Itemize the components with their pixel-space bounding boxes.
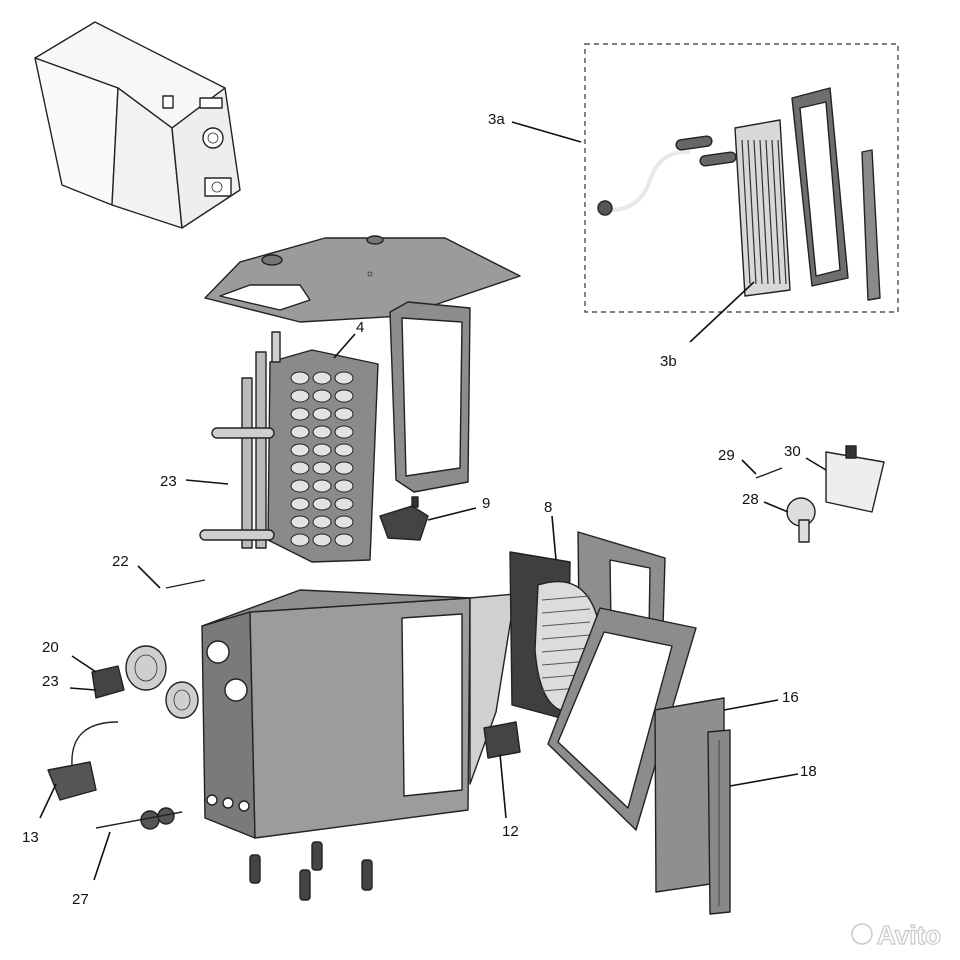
coil-loop	[334, 371, 354, 385]
coil-loop	[290, 497, 310, 511]
blower-vane	[541, 608, 591, 614]
coil-loop	[290, 443, 310, 457]
coil-loop	[290, 479, 310, 493]
radiator-kit-enclosure	[584, 43, 899, 313]
watermark-text: Avito	[877, 920, 941, 950]
label-30: 30	[784, 443, 801, 460]
blower-vane	[541, 647, 591, 653]
label-28: 28	[742, 491, 759, 508]
label-4: 4	[356, 319, 364, 336]
label-20: 20	[42, 639, 59, 656]
label-12: 12	[502, 823, 519, 840]
coil-loop	[290, 515, 310, 529]
label-3a: 3a	[488, 111, 505, 128]
label-8: 8	[544, 499, 552, 516]
coil-loop	[290, 407, 310, 421]
label-16: 16	[782, 689, 799, 706]
label-22: 22	[112, 553, 129, 570]
top-plate	[204, 235, 521, 323]
label-29: 29	[718, 447, 735, 464]
coil-loop	[334, 515, 354, 529]
radiator-fin	[759, 139, 769, 285]
coil-loop	[312, 407, 332, 421]
blower-vane	[541, 634, 591, 640]
housing-feet	[249, 841, 373, 901]
coil-loop	[312, 515, 332, 529]
label-13: 13	[22, 829, 39, 846]
coil-loop	[312, 461, 332, 475]
coil-loop	[334, 389, 354, 403]
radiator-fin	[741, 139, 751, 285]
coil-loop	[334, 497, 354, 511]
part-labels: 3a 3b 4 8 9 12 13 16 18 20 22 23 23 27 2…	[22, 111, 817, 908]
coil-loop	[312, 389, 332, 403]
avito-watermark: Avito	[851, 919, 942, 951]
coil-loop	[312, 479, 332, 493]
coil-loop	[334, 461, 354, 475]
radiator-fin	[753, 139, 763, 285]
coil-loop	[312, 497, 332, 511]
leader-lines	[39, 121, 827, 881]
coil-loop	[334, 479, 354, 493]
coil-loop	[290, 371, 310, 385]
coil-loop	[312, 443, 332, 457]
coil-loop	[290, 389, 310, 403]
coil-loop	[290, 533, 310, 547]
label-3b: 3b	[660, 353, 677, 370]
coil-loop	[312, 533, 332, 547]
label-23-upper: 23	[160, 473, 177, 490]
label-18: 18	[800, 763, 817, 780]
coil-loop	[334, 443, 354, 457]
blower-vane	[541, 621, 591, 627]
coil-loop	[290, 461, 310, 475]
coil-loop	[334, 407, 354, 421]
coil-loop	[334, 425, 354, 439]
label-27: 27	[72, 891, 89, 908]
label-9: 9	[482, 495, 490, 512]
coil-loop	[312, 425, 332, 439]
front-door-panels	[654, 697, 731, 915]
small-components	[47, 445, 885, 830]
radiator-fin	[777, 139, 787, 285]
coil-loop	[312, 371, 332, 385]
assembled-unit	[34, 21, 241, 229]
avito-logo-icon	[851, 923, 873, 945]
blower-assembly	[509, 531, 697, 831]
radiator-fin	[771, 139, 781, 285]
blower-vane	[541, 595, 591, 601]
filter-frame	[389, 301, 471, 493]
radiator-fin	[747, 139, 757, 285]
label-23-lower: 23	[42, 673, 59, 690]
radiator-fin	[765, 139, 775, 285]
heat-exchanger-core	[199, 331, 379, 563]
main-housing	[201, 589, 516, 839]
coil-loop	[334, 533, 354, 547]
coil-loop	[290, 425, 310, 439]
